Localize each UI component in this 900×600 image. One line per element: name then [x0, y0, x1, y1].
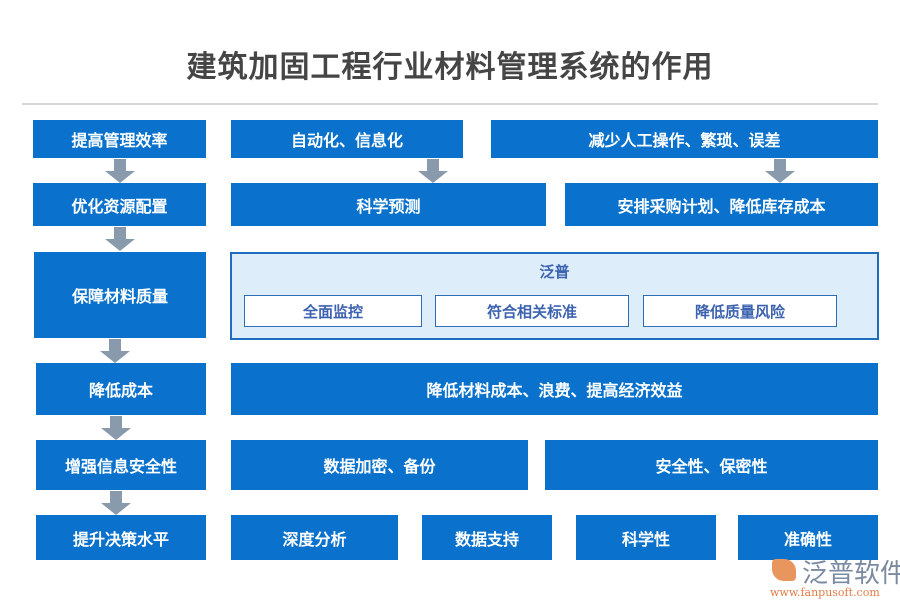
detail-box: 减少人工操作、繁琐、误差	[491, 120, 878, 158]
goal-box: 保障材料质量	[34, 252, 206, 338]
logo-url: www.fanpusoft.com	[770, 586, 880, 599]
down-arrow-icon	[105, 227, 135, 251]
logo-name: 泛普软件	[802, 559, 900, 589]
down-arrow-icon	[101, 491, 131, 515]
logo-mark-icon	[772, 559, 796, 581]
down-arrow-icon	[105, 159, 135, 183]
detail-box: 自动化、信息化	[231, 120, 463, 158]
sub-box: 符合相关标准	[435, 295, 629, 327]
detail-box: 科学性	[576, 515, 716, 560]
detail-box: 安全性、保密性	[545, 440, 878, 490]
divider	[22, 103, 878, 105]
goal-box: 降低成本	[36, 363, 206, 415]
detail-box: 科学预测	[231, 183, 546, 226]
goal-box: 增强信息安全性	[36, 440, 206, 490]
page-title: 建筑加固工程行业材料管理系统的作用	[186, 50, 714, 85]
goal-box: 提升决策水平	[36, 515, 206, 560]
detail-box: 深度分析	[231, 515, 398, 560]
detail-box: 数据支持	[422, 515, 552, 560]
detail-box: 降低材料成本、浪费、提高经济效益	[231, 363, 878, 415]
down-arrow-icon	[100, 339, 130, 363]
down-arrow-icon	[101, 416, 131, 440]
detail-box: 准确性	[738, 515, 878, 560]
goal-box: 优化资源配置	[33, 183, 206, 226]
down-arrow-icon	[765, 159, 795, 183]
sub-box: 降低质量风险	[643, 295, 837, 327]
detail-box: 数据加密、备份	[231, 440, 528, 490]
panel-title: 泛普	[539, 263, 570, 281]
down-arrow-icon	[418, 159, 448, 183]
sub-box: 全面监控	[244, 295, 422, 327]
fanpu-panel: 泛普 全面监控 符合相关标准 降低质量风险	[230, 252, 879, 340]
detail-box: 安排采购计划、降低库存成本	[565, 183, 878, 226]
goal-box: 提高管理效率	[33, 120, 206, 158]
